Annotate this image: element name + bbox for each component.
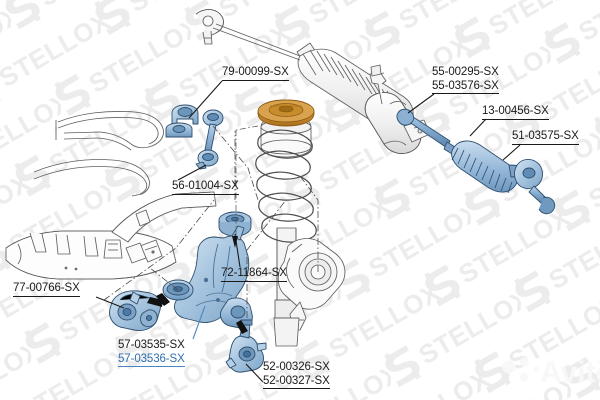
part-57-03535-sx: [162, 225, 253, 329]
callout-line: 57-03535-SX: [118, 339, 185, 351]
part-51-03575-sx: [508, 159, 556, 215]
avito-wordmark: Avito: [540, 356, 600, 389]
callout-52-00326-sx: 52-00326-SX 52-00327-SX: [263, 361, 330, 389]
callout-56-01004-sx: 56-01004-SX: [172, 180, 239, 195]
assembly-direction-arrows: [147, 236, 248, 334]
callout-line: 52-00326-SX: [263, 361, 330, 373]
callout-line: 13-00456-SX: [482, 105, 549, 117]
callout-72-11864-sx: 72-11864-SX: [221, 267, 287, 282]
callout-79-00099-sx: 79-00099-SX: [222, 66, 289, 81]
callout-line: 56-01004-SX: [172, 180, 239, 192]
part-72-11864-sx: [218, 211, 252, 237]
callout-line: 72-11864-SX: [221, 267, 287, 279]
callout-line: 55-00295-SX: [432, 66, 499, 78]
part-13-00456-sx: [451, 140, 518, 194]
callout-13-00456-sx: 13-00456-SX: [482, 105, 549, 120]
part-79-00099-sx: [165, 104, 199, 138]
part-56-01004-sx: [195, 109, 224, 170]
assembly-axis-lines: [103, 125, 319, 318]
steering-rack-housing: [296, 42, 431, 154]
part-77-00766-sx: [109, 290, 161, 331]
callout-57-03535-sx: 57-03535-SX 57-03536-SX: [118, 339, 185, 367]
callout-77-00766-sx: 77-00766-SX: [13, 282, 80, 297]
callout-line-highlighted: 57-03536-SX: [118, 352, 185, 365]
callout-51-03575-sx: 51-03575-SX: [512, 130, 579, 145]
callout-leader-lines: [95, 80, 521, 383]
callout-line: 77-00766-SX: [13, 282, 80, 294]
callout-line: 79-00099-SX: [222, 66, 289, 78]
callout-line: 52-00327-SX: [263, 374, 330, 387]
callout-55-00295-sx: 55-00295-SX 55-03576-SX: [432, 66, 499, 94]
callout-line: 51-03575-SX: [512, 130, 579, 142]
callout-line: 55-03576-SX: [432, 79, 499, 92]
